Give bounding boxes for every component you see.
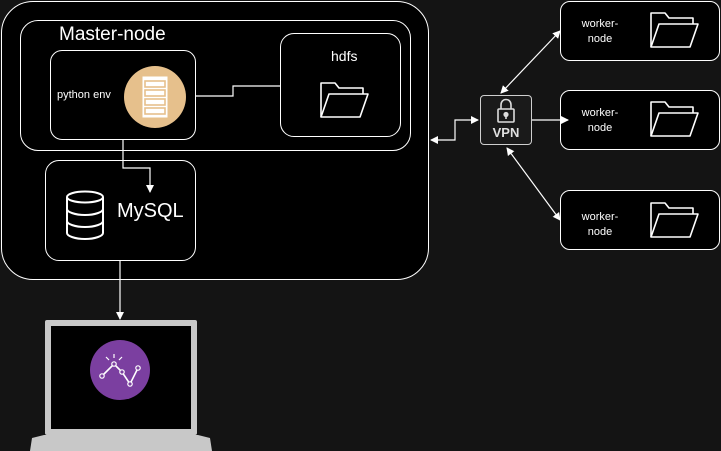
mysql-box bbox=[45, 160, 196, 261]
folder-icon bbox=[648, 10, 700, 50]
master-vpn-arrow bbox=[430, 116, 479, 144]
worker-node-2 bbox=[560, 90, 720, 150]
master-node-title: Master-node bbox=[59, 24, 166, 45]
vpn-node bbox=[480, 95, 532, 145]
hdfs-label: hdfs bbox=[331, 48, 358, 64]
worker-node-1 bbox=[560, 1, 720, 61]
worker-node-3 bbox=[560, 190, 720, 250]
python-env-label: python env bbox=[57, 89, 111, 101]
database-icon bbox=[64, 190, 106, 240]
python-to-mysql-arrow bbox=[122, 140, 154, 193]
worker-node-2-label: worker- node bbox=[570, 106, 630, 136]
vpn-label: VPN bbox=[492, 125, 520, 140]
worker-label-line1: worker- bbox=[581, 107, 619, 119]
worker-node-3-label: worker- node bbox=[570, 210, 630, 240]
folder-icon bbox=[318, 80, 370, 120]
worker-label-line2: node bbox=[587, 226, 613, 238]
worker-label-line2: node bbox=[587, 33, 613, 45]
mysql-label: MySQL bbox=[117, 200, 184, 222]
server-icon bbox=[124, 66, 186, 128]
lock-icon bbox=[496, 98, 516, 124]
worker-label-line1: worker- bbox=[581, 18, 619, 30]
worker-label-line1: worker- bbox=[581, 211, 619, 223]
app-logo-icon bbox=[90, 340, 150, 400]
folder-icon bbox=[648, 99, 700, 139]
worker-label-line2: node bbox=[587, 122, 613, 134]
python-to-hdfs-line bbox=[196, 85, 280, 97]
folder-icon bbox=[648, 200, 700, 240]
worker-node-1-label: worker- node bbox=[570, 17, 630, 47]
vpn-worker3-arrow bbox=[506, 147, 561, 221]
hdfs-box bbox=[280, 33, 401, 137]
vpn-worker1-arrow bbox=[500, 30, 561, 94]
